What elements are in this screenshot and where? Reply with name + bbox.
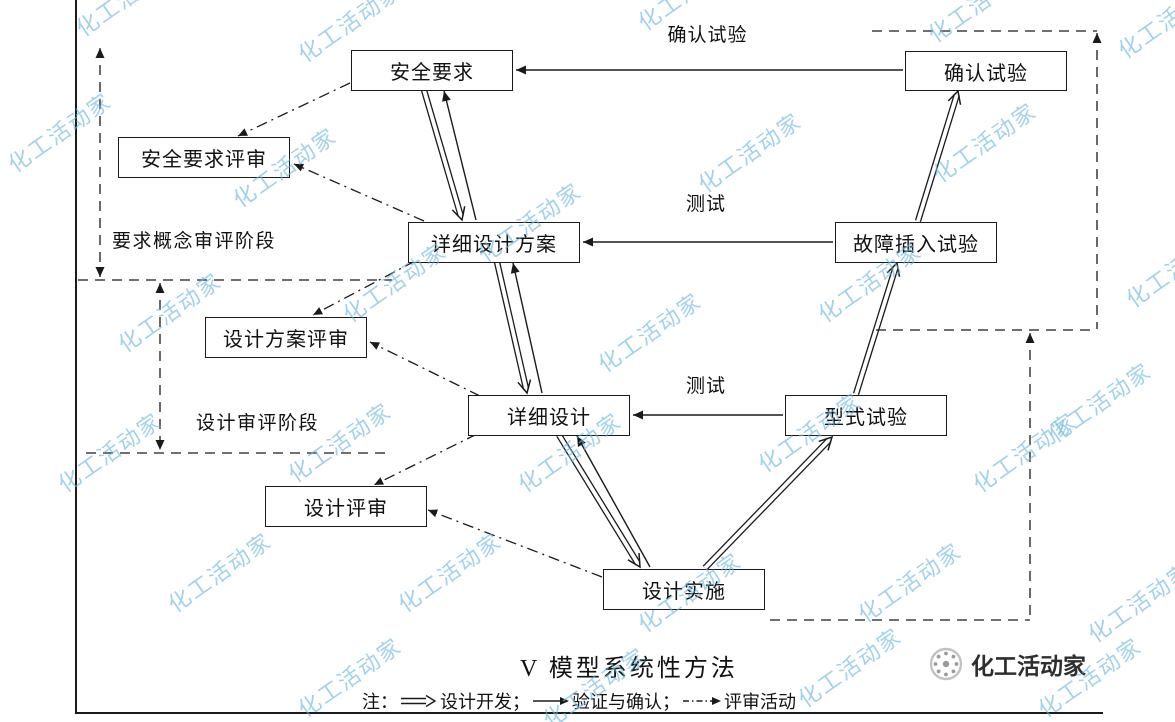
verification-arrow bbox=[633, 410, 783, 420]
dashed-arrow-icon bbox=[683, 697, 721, 705]
diagram-title: V 模型系统性方法 bbox=[520, 656, 738, 682]
node-detailed-design-scheme: 详细设计方案 bbox=[408, 222, 580, 263]
watermark-text: 化工活动家 bbox=[1113, 0, 1175, 64]
review-activity-arrow bbox=[369, 341, 481, 397]
legend-verification-label: 验证与确认； bbox=[572, 692, 680, 712]
verification-arrow bbox=[583, 237, 833, 247]
review-activity-arrow bbox=[237, 82, 351, 137]
node-fault-insertion-test: 故障插入试验 bbox=[835, 222, 997, 263]
review-activity-arrow bbox=[427, 509, 603, 578]
node-design-scheme-review: 设计方案评审 bbox=[205, 317, 367, 358]
review-activity-arrow bbox=[312, 260, 416, 316]
review-activity-arrow bbox=[373, 433, 478, 486]
node-safety-requirements: 安全要求 bbox=[351, 50, 513, 91]
page-border-left bbox=[75, 0, 77, 714]
watermark-text: 化工活动家 bbox=[923, 0, 1037, 48]
node-safety-requirements-review: 安全要求评审 bbox=[118, 137, 290, 178]
watermark-text: 化工活动家 bbox=[1043, 358, 1157, 448]
design-development-arrow bbox=[420, 89, 466, 222]
label-test-upper: 测试 bbox=[685, 194, 726, 215]
node-type-test: 型式试验 bbox=[785, 395, 947, 436]
design-development-arrow bbox=[556, 433, 641, 569]
legend: 注： 设计开发； 验证与确认； 评审活动 bbox=[362, 688, 796, 714]
watermark-text: 化工活动家 bbox=[853, 538, 967, 628]
watermark-text: 化工活动家 bbox=[1121, 223, 1175, 313]
brand-logo-text: 化工活动家 bbox=[971, 653, 1086, 679]
watermark-text: 化工活动家 bbox=[693, 108, 807, 198]
brand-logo: 化工活动家 bbox=[928, 646, 1086, 682]
watermark-text: 化工活动家 bbox=[53, 408, 167, 498]
review-activity-arrow bbox=[293, 163, 425, 222]
double-arrow-icon bbox=[401, 694, 437, 708]
verification-arrow bbox=[576, 435, 651, 568]
stage-extent-line bbox=[1092, 33, 1102, 329]
verification-arrow bbox=[442, 90, 477, 221]
design-development-arrow bbox=[914, 89, 962, 222]
design-development-arrow bbox=[852, 261, 901, 395]
solid-arrow-icon bbox=[533, 697, 569, 705]
stage-extent-line bbox=[95, 48, 105, 277]
logo-icon bbox=[929, 647, 963, 681]
design-development-arrow bbox=[702, 435, 834, 571]
design-development-arrow bbox=[493, 261, 532, 395]
node-confirmation-test: 确认试验 bbox=[905, 51, 1067, 91]
watermark-text: 化工活动家 bbox=[163, 528, 277, 618]
node-design-implementation: 设计实施 bbox=[603, 569, 765, 610]
watermark-text: 化工活动家 bbox=[3, 88, 117, 178]
label-test-lower: 测试 bbox=[685, 376, 726, 397]
watermark-text: 化工活动家 bbox=[393, 528, 507, 618]
stage-extent-line bbox=[155, 283, 165, 450]
watermark-text: 化工活动家 bbox=[968, 408, 1082, 498]
label-design-review-stage: 设计审评阶段 bbox=[196, 413, 320, 434]
watermark-text: 化工活动家 bbox=[928, 98, 1042, 188]
watermark-text: 化工活动家 bbox=[1083, 558, 1175, 648]
node-detailed-design: 详细设计 bbox=[468, 395, 630, 436]
legend-note-prefix: 注： bbox=[362, 692, 398, 712]
watermark-text: 化工活动家 bbox=[593, 288, 707, 378]
label-confirmation-test: 确认试验 bbox=[667, 25, 748, 46]
label-requirements-concept-review-stage: 要求概念审评阶段 bbox=[112, 231, 277, 252]
legend-review-activity-label: 评审活动 bbox=[724, 692, 796, 712]
node-design-review: 设计评审 bbox=[265, 486, 427, 527]
stage-extent-line bbox=[1025, 333, 1035, 619]
page-border-bottom bbox=[75, 712, 1103, 714]
watermark-text: 化工活动家 bbox=[793, 623, 907, 713]
verification-arrow bbox=[516, 65, 903, 75]
watermark-text: 化工活动家 bbox=[69, 0, 186, 43]
legend-design-development-label: 设计开发； bbox=[440, 692, 530, 712]
verification-arrow bbox=[510, 262, 543, 394]
